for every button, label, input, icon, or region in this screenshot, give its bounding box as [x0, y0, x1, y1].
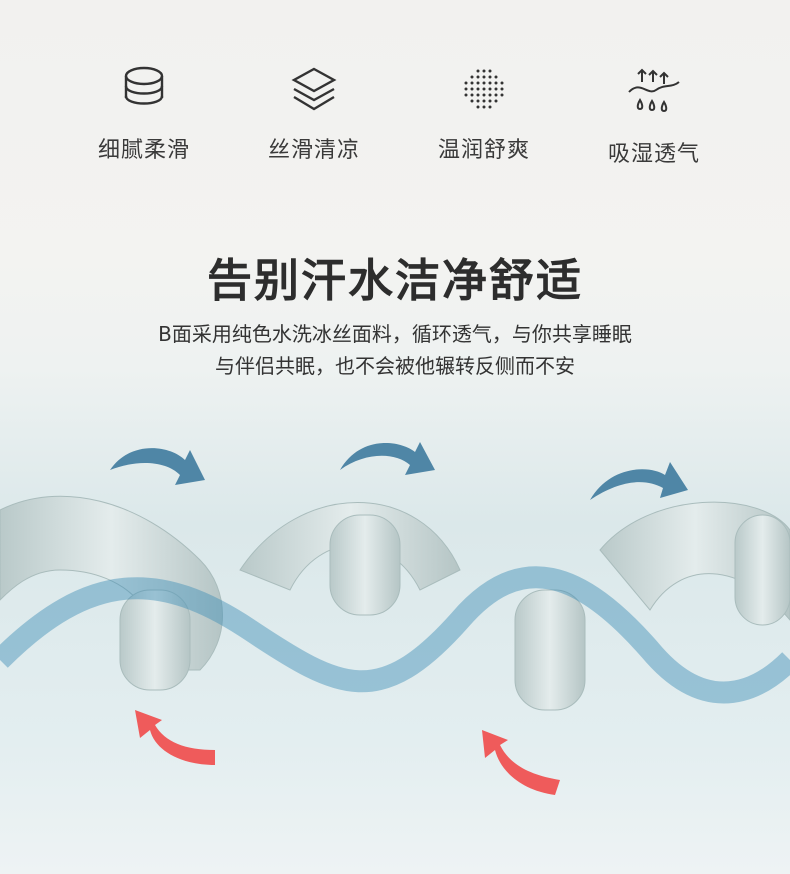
feature-breathable: 吸湿透气: [584, 66, 724, 168]
dot: [476, 105, 480, 109]
dot: [482, 99, 486, 103]
fabric-wave: [0, 566, 790, 704]
dot: [470, 81, 474, 85]
dot: [500, 93, 504, 97]
dot: [494, 75, 498, 79]
dot: [464, 93, 468, 97]
dot-grid-icon: [464, 69, 504, 109]
dot: [494, 81, 498, 85]
dot: [494, 87, 498, 91]
feature-silky: 细腻柔滑: [74, 66, 214, 164]
stack-discs-icon: [124, 66, 164, 105]
dot: [488, 93, 492, 97]
description-line-2: 与伴侣共眠，也不会被他辗转反侧而不安: [215, 354, 575, 378]
dot: [488, 81, 492, 85]
feature-label: 细腻柔滑: [97, 138, 190, 163]
fiber-loops: [0, 495, 790, 711]
dot: [482, 93, 486, 97]
dot: [476, 81, 480, 85]
dot: [464, 81, 468, 85]
dot: [488, 99, 492, 103]
layers-icon: [291, 67, 337, 111]
blue-airflow-arrows: [110, 442, 688, 500]
moisture-wicking-icon: [628, 68, 680, 113]
dot: [482, 75, 486, 79]
headline: 告别汗水洁净舒适: [206, 254, 583, 307]
red-airflow-arrows: [135, 710, 560, 795]
dot: [482, 87, 486, 91]
dot: [464, 87, 468, 91]
dot: [476, 69, 480, 73]
dot: [500, 87, 504, 91]
description-line-1: B面采用纯色水洗冰丝面料，循环透气，与你共享睡眠: [158, 322, 632, 346]
feature-warm-fresh: 温润舒爽: [414, 66, 554, 164]
dot: [494, 93, 498, 97]
dot: [476, 93, 480, 97]
dot: [494, 99, 498, 103]
dot: [470, 75, 474, 79]
dot: [488, 75, 492, 79]
dot: [482, 105, 486, 109]
fabric-airflow-illustration: [0, 442, 790, 795]
dot: [488, 105, 492, 109]
feature-label: 丝滑清凉: [267, 138, 360, 163]
feature-label: 吸湿透气: [607, 142, 700, 167]
dot: [476, 75, 480, 79]
dot: [470, 99, 474, 103]
feature-smooth-cool: 丝滑清凉: [244, 66, 384, 164]
feature-label: 温润舒爽: [437, 138, 530, 163]
dot: [488, 87, 492, 91]
dot: [470, 87, 474, 91]
dot: [476, 87, 480, 91]
dot: [488, 69, 492, 73]
dot: [482, 69, 486, 73]
dot: [476, 99, 480, 103]
dot: [482, 81, 486, 85]
dot: [500, 81, 504, 85]
dot: [470, 93, 474, 97]
